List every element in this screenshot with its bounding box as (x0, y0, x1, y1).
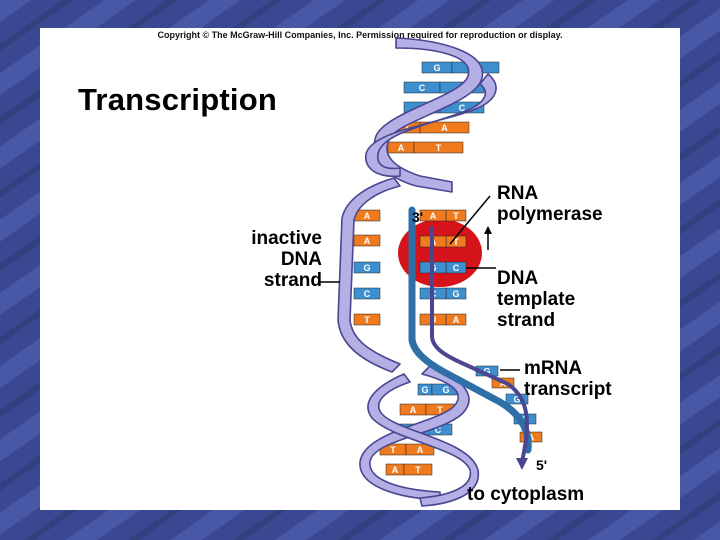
inactive-strand-base-letter: A (364, 236, 371, 246)
template-strand-base-letter: G (452, 289, 459, 299)
rna-base-letter: A (430, 211, 437, 221)
top-pair-left-base-letter: C (419, 83, 426, 93)
mrna-transcript-label: mRNA transcript (524, 358, 612, 400)
template-strand-base-letter: A (453, 315, 460, 325)
inactive-strand-base: T (353, 313, 381, 326)
top-pair-left-base: C (403, 81, 441, 94)
backbone-inactive-strand (337, 177, 401, 373)
bottom-pair-right-base-letter: A (417, 445, 424, 455)
bottom-pair-right-base: A (405, 443, 435, 456)
top-pair-right-base-letter: C (459, 103, 466, 113)
bottom-pair-right-base: T (403, 463, 433, 476)
dna-backbones (337, 37, 497, 507)
top-pair-right-base: T (413, 141, 464, 154)
bottom-pair-left-base-letter: G (421, 385, 428, 395)
inactive-strand-base-letter: T (364, 315, 370, 325)
rna-base: A (419, 209, 447, 222)
template-strand-base-letter: T (453, 237, 459, 247)
bottom-pair-right-base-letter: T (437, 405, 443, 415)
inactive-strand-base: C (353, 287, 381, 300)
page-title: Transcription (78, 82, 277, 117)
bottom-pair-left-base-letter: T (390, 445, 396, 455)
inactive-strand-base-letter: C (364, 289, 371, 299)
mrna-5prime-arrow (516, 458, 528, 470)
bottom-pair-left-base: A (385, 463, 405, 476)
bottom-pair-left-base: G (417, 383, 433, 396)
inactive-strand-base: A (353, 234, 381, 247)
template-strand-base: A (445, 313, 467, 326)
mrna-base-letter: G (513, 395, 520, 405)
top-pair-left-base: A (387, 141, 415, 154)
leader-lines (318, 195, 520, 371)
three-prime-label: 3' (412, 209, 423, 225)
top-pair-right-base-letter: A (441, 123, 448, 133)
template-strand-base: G (445, 287, 467, 300)
polymerase-direction-arrow (484, 226, 492, 234)
backbone-top-b (365, 73, 497, 178)
bottom-pair-left-base-letter: A (410, 405, 417, 415)
mrna-backbone (430, 226, 529, 464)
top-pair-right-base-letter: T (436, 143, 442, 153)
inactive-strand-base-letter: G (363, 263, 370, 273)
five-prime-label: 5' (536, 457, 547, 473)
template-strand-base-letter: T (453, 211, 459, 221)
template-strand-base: C (445, 261, 467, 274)
backbone-top-a (373, 37, 484, 193)
bottom-pair-right-base-letter: C (435, 425, 442, 435)
inactive-strand-base-letter: A (364, 211, 371, 221)
mrna-base-letter: A (528, 433, 535, 443)
to-cytoplasm-label: to cytoplasm (467, 484, 585, 505)
top-pair-left-base-letter: A (398, 143, 405, 153)
dna-template-strand-label: DNA template strand (497, 268, 576, 331)
bottom-pair-right-base-letter: T (415, 465, 421, 475)
top-pair-left-base-letter: G (433, 63, 440, 73)
top-pair-right-base: A (419, 121, 470, 134)
bottom-pair-left-base-letter: A (392, 465, 399, 475)
bottom-pair-right-base-letter: G (442, 385, 449, 395)
mrna-base-letter: G (483, 367, 490, 377)
bottom-pair-left-base: A (399, 403, 427, 416)
top-pair-left-base-letter: T (404, 123, 410, 133)
rna-polymerase-label: RNA polymerase (497, 183, 603, 225)
inactive-dna-strand-label: inactive DNA strand (251, 228, 322, 291)
template-strand-base: T (445, 209, 467, 222)
backbone-bottom-b (367, 373, 480, 507)
copyright-notice: Copyright © The McGraw-Hill Companies, I… (157, 30, 563, 40)
inactive-strand-base: G (353, 261, 381, 274)
top-pair-left-base: G (421, 61, 453, 74)
template-strand-base-letter: C (453, 263, 460, 273)
